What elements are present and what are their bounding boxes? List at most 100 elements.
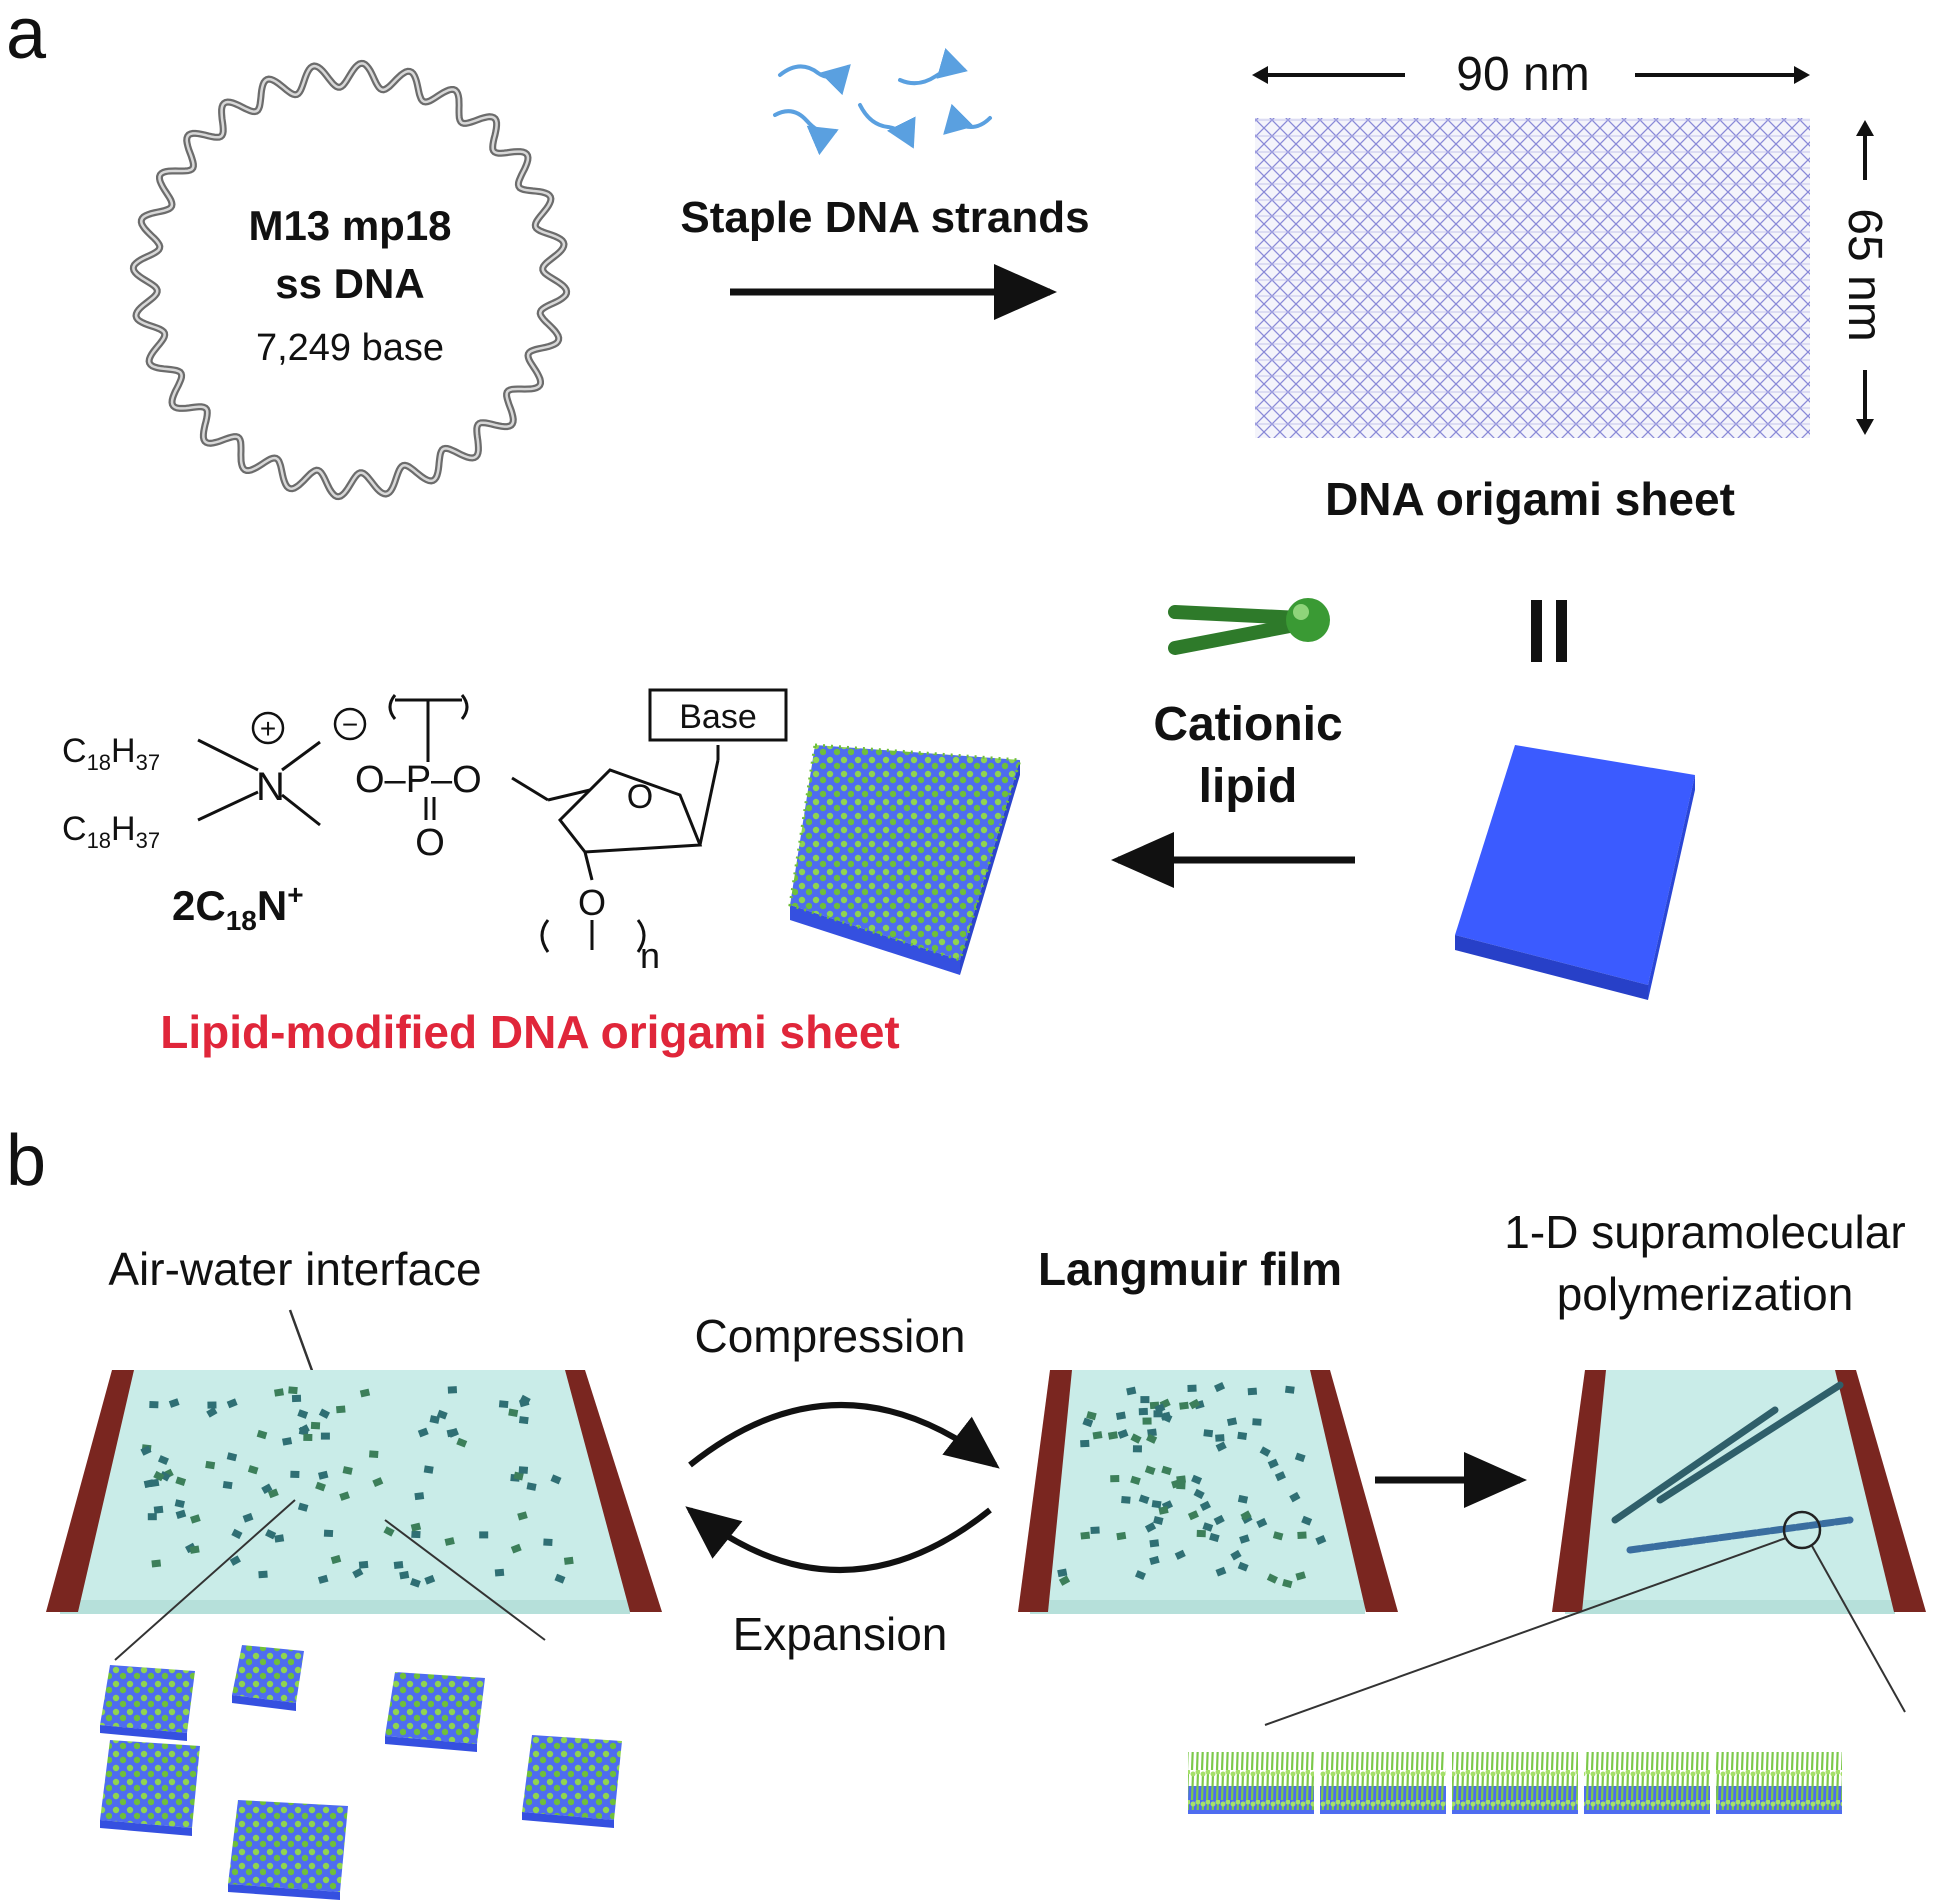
mini-lipid-sheet-edge (228, 1884, 340, 1900)
origami-sheet-dot (1130, 1475, 1141, 1486)
origami-sheet-dot (510, 1543, 522, 1554)
origami-sheet-dot (1252, 1418, 1262, 1426)
height-label: 65 nm (1838, 208, 1891, 341)
origami-sheet-dot (1237, 1494, 1249, 1504)
origami-sheet-dot (1117, 1429, 1129, 1439)
polymer-strip-zoom (1188, 1752, 1842, 1814)
origami-sheet-dot (1295, 1571, 1306, 1581)
origami-sheet-dot (498, 1400, 509, 1409)
origami-sheet-dot (1297, 1531, 1307, 1539)
m13-length: 7,249 base (256, 327, 444, 369)
origami-sheet-dot (429, 1415, 440, 1424)
origami-sheet-dot (1266, 1573, 1278, 1584)
lipid-modified-sheet-icon (788, 743, 1022, 975)
origami-sheet-dot (1121, 1496, 1131, 1504)
origami-sheet-dot (1282, 1579, 1293, 1589)
origami-sheet-dot (267, 1488, 279, 1499)
origami-sheet-dot (414, 1492, 425, 1501)
origami-sheet-dot (205, 1460, 216, 1470)
origami-sheet-dot (372, 1477, 384, 1488)
strip-segment-lipids (1188, 1752, 1314, 1810)
origami-sheet-dot (393, 1561, 404, 1569)
width-label: 90 nm (1456, 48, 1589, 101)
origami-sheet-dot (479, 1531, 489, 1539)
staple-strands-icon (773, 48, 992, 156)
origami-sheet-dot (563, 1556, 574, 1565)
origami-sheet-dot (1057, 1568, 1068, 1578)
origami-sheet-dot (554, 1573, 566, 1584)
trough-polymerization (1552, 1370, 1926, 1614)
panel-b-label: b (6, 1121, 46, 1201)
c18h37-top: C18H37 (62, 732, 160, 775)
origami-sheet-dot (1215, 1441, 1227, 1452)
langmuir-label: Langmuir film (1038, 1243, 1342, 1295)
strip-segment-lipids (1716, 1752, 1842, 1810)
origami-sheet-dot (256, 1429, 268, 1440)
origami-sheet-dot (358, 1560, 369, 1569)
origami-sheet-dot (369, 1450, 379, 1459)
origami-sheet-dot (1237, 1431, 1248, 1440)
origami-sheet-dot (222, 1481, 233, 1490)
origami-sheet-dot (1058, 1575, 1071, 1586)
nitrogen-atom: N (256, 765, 285, 809)
origami-sheet-dot (456, 1437, 468, 1448)
origami-sheet-dot (297, 1502, 309, 1512)
origami-sheet-dot (1188, 1398, 1201, 1410)
mini-lipid-sheet (100, 1665, 195, 1733)
origami-sheet-dot (513, 1471, 524, 1481)
origami-sheet-dot (1134, 1570, 1146, 1581)
ring-oxygen: O (627, 778, 653, 816)
panel-a-label: a (6, 0, 47, 74)
cationic-label-line2: lipid (1199, 760, 1298, 813)
origami-sheet-dot (1144, 1465, 1156, 1475)
dna-origami-sheet (1255, 118, 1810, 438)
repeat-n: n (640, 935, 660, 976)
origami-sheet-dot (1160, 1411, 1172, 1421)
origami-sheet-dot (494, 1568, 505, 1577)
origami-sheet-dot (1193, 1488, 1205, 1500)
origami-sheet-dot (1082, 1417, 1094, 1428)
origami-sheet-dot (303, 1433, 313, 1442)
origami-sheet-dot (1215, 1434, 1225, 1442)
origami-sheet-dot (174, 1499, 185, 1509)
origami-sheet-dot (1153, 1410, 1163, 1418)
width-arrowhead-left (1252, 66, 1268, 84)
compound-name: 2C18N+ (172, 879, 304, 936)
staple-label: Staple DNA strands (680, 193, 1089, 242)
origami-sheet-dot (189, 1545, 200, 1554)
zoom-line-right (384, 1519, 546, 1641)
compression-arrow (688, 1402, 1000, 1469)
origami-sheet-dot (206, 1407, 218, 1418)
zoom-line-left (114, 1499, 296, 1661)
origami-sheet-dot (423, 1465, 434, 1474)
origami-sheet-dot (1226, 1417, 1238, 1427)
origami-sheet-dot (297, 1409, 309, 1419)
origami-sheet-dot (153, 1470, 165, 1482)
origami-sheet-dot (444, 1537, 455, 1546)
m13-subtitle: ss DNA (275, 260, 424, 307)
phosphate-double-o: O (415, 822, 445, 864)
origami-sheet-dot (1196, 1529, 1206, 1538)
zoom-line-poly-left (1264, 1537, 1787, 1726)
origami-sheet-dot (247, 1465, 259, 1475)
origami-sheet-dot (207, 1401, 217, 1409)
mini-lipid-sheet (100, 1740, 200, 1828)
sheets-dispersed (140, 1386, 574, 1588)
origami-sheet-dot (274, 1388, 284, 1397)
mini-lipid-sheet-edge (385, 1736, 477, 1752)
origami-sheet-dot (149, 1478, 160, 1488)
origami-sheet-dot (315, 1481, 326, 1492)
origami-sheet-dot (1247, 1387, 1258, 1396)
origami-sheet-dot (1256, 1517, 1268, 1529)
c18h37-bottom: C18H37 (62, 810, 160, 853)
origami-sheet-dot (1272, 1531, 1284, 1541)
origami-sheet-dot (1174, 1549, 1186, 1560)
origami-sheet-dot (1274, 1471, 1286, 1482)
origami-sheet-dot (274, 1534, 285, 1543)
height-arrowhead-top (1856, 120, 1874, 136)
phosphate-group: O–P–O (355, 759, 482, 801)
origami-sheet-dot (1215, 1566, 1227, 1577)
origami-sheet-dot (1142, 1417, 1152, 1425)
minus-charge-icon (333, 707, 367, 741)
